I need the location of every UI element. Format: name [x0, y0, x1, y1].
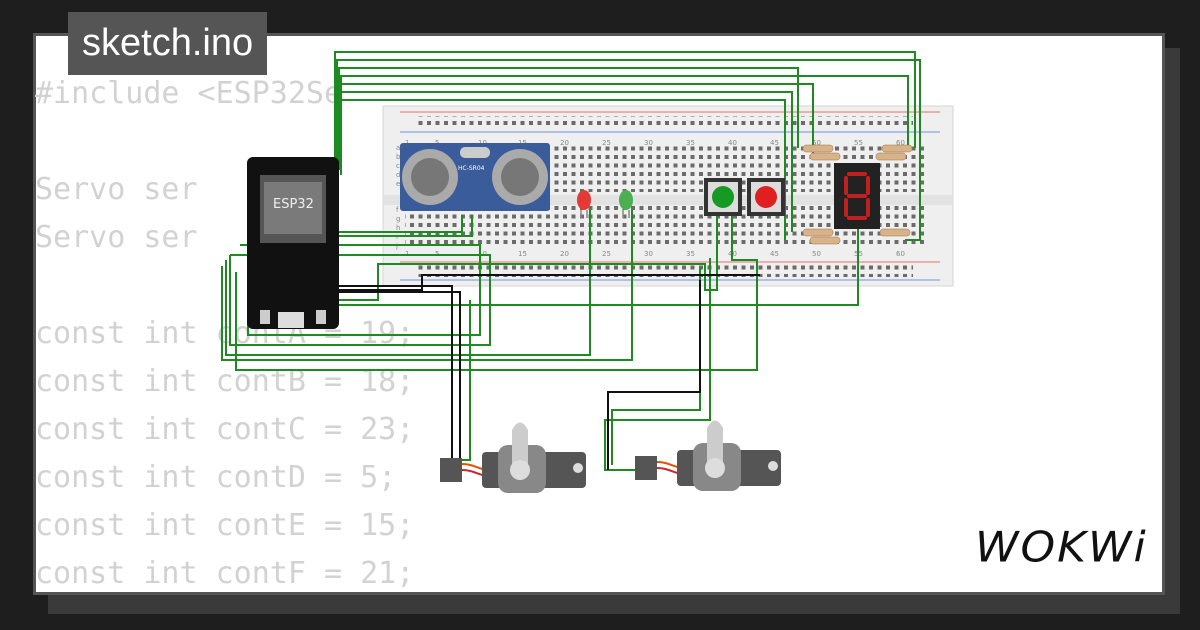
esp32-board: ESP32 — [247, 157, 339, 329]
breadboard-col-label: 40 — [728, 139, 737, 147]
resistors — [802, 144, 913, 245]
code-line: #include <ESP32Se — [35, 76, 343, 111]
breadboard-col-label: 25 — [602, 250, 611, 258]
ultrasonic-sensor: HC-SR04 — [400, 143, 550, 211]
breadboard-row-label: h — [396, 224, 400, 232]
breadboard-row-label: c — [396, 162, 400, 170]
wokwi-logo: WOKWi — [975, 523, 1148, 572]
breadboard-col-label: 60 — [896, 139, 905, 147]
file-tab: sketch.ino — [68, 12, 268, 75]
breadboard-col-label: 20 — [560, 250, 569, 258]
breadboard-col-label: 15 — [518, 250, 527, 258]
esp32-label: ESP32 — [273, 197, 314, 212]
breadboard-row-label: b — [396, 153, 401, 161]
breadboard-col-label: 30 — [644, 250, 653, 258]
breadboard-row-label: d — [396, 171, 400, 179]
breadboard-col-label: 50 — [812, 139, 821, 147]
green-pushbutton — [704, 178, 742, 216]
breadboard-col-label: 20 — [560, 139, 569, 147]
breadboard-col-label: 35 — [686, 250, 695, 258]
breadboard-row-label: g — [396, 215, 400, 223]
code-line: const int contD = 5; — [35, 460, 397, 495]
breadboard-row-label: a — [396, 144, 400, 152]
servo-motor-1 — [440, 422, 586, 493]
servo-motor-2 — [635, 420, 781, 491]
breadboard-col-label: 35 — [686, 139, 695, 147]
red-pushbutton — [747, 178, 785, 216]
code-line: const int contE = 15; — [35, 508, 415, 543]
breadboard-col-label: 50 — [812, 250, 821, 258]
breadboard-col-label: 55 — [854, 139, 863, 147]
green-led — [619, 190, 633, 218]
breadboard-col-label: 60 — [896, 250, 905, 258]
red-led — [577, 190, 591, 218]
seven-segment-display — [834, 163, 880, 229]
breadboard-col-label: 45 — [770, 250, 779, 258]
breadboard-row-label: f — [396, 206, 399, 214]
ultrasonic-label: HC-SR04 — [458, 165, 485, 172]
breadboard-col-label: 25 — [602, 139, 611, 147]
code-line: const int contC = 23; — [35, 412, 415, 447]
breadboard-row-label: e — [396, 180, 400, 188]
breadboard-col-label: 30 — [644, 139, 653, 147]
breadboard-col-label: 45 — [770, 139, 779, 147]
code-line: const int contF = 21; — [35, 556, 415, 591]
